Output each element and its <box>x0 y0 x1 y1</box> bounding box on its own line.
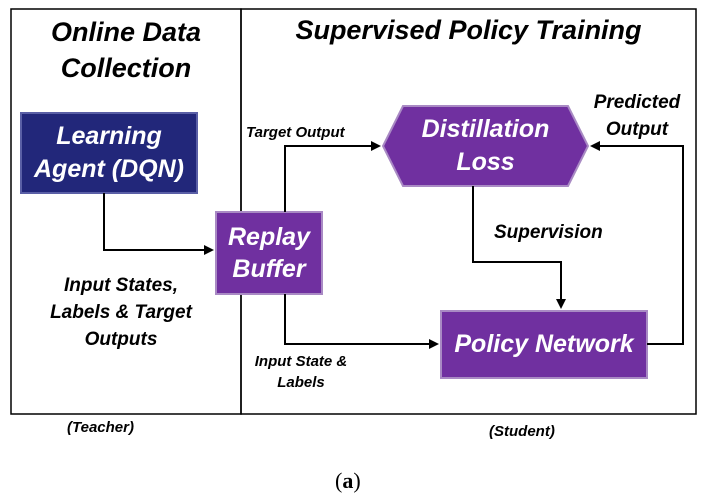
edge-agent-to-replay <box>103 193 214 255</box>
predicted-output-label: Predicted Output <box>586 89 688 143</box>
input-state-labels-label-line2: Labels <box>277 374 325 391</box>
replay-buffer-label-line2: Buffer <box>232 255 306 283</box>
policy-network-label: Policy Network <box>454 330 634 358</box>
student-label: (Student) <box>489 423 555 440</box>
caption-open-paren: ( <box>335 468 343 493</box>
learning-agent-label: Learning Agent (DQN) <box>21 120 197 186</box>
caption-letter: a <box>342 468 354 493</box>
learning-agent-node <box>20 112 198 194</box>
input-states-label-line3: Outputs <box>84 329 158 350</box>
input-state-labels-label: Input State & Labels <box>247 351 355 393</box>
replay-buffer-label-line1: Replay <box>228 223 310 251</box>
figure-caption: (a) <box>335 468 361 494</box>
distillation-loss-label-line1: Distillation <box>421 115 550 143</box>
input-state-labels-label-line1: Input State & <box>254 353 348 370</box>
distillation-loss-node <box>381 105 590 187</box>
input-states-label-line2: Labels & Target <box>50 302 192 323</box>
learning-agent-label-line1: Learning <box>56 122 162 150</box>
input-states-label-line1: Input States, <box>63 275 178 296</box>
predicted-output-label-line1: Predicted <box>593 92 681 113</box>
learning-agent-label-line2: Agent (DQN) <box>34 155 184 183</box>
distillation-loss-label-line2: Loss <box>456 148 515 176</box>
distillation-loss-label: Distillation Loss <box>383 113 588 179</box>
caption-close-paren: ) <box>353 468 361 493</box>
replay-buffer-node <box>215 211 323 295</box>
left-section-title-line1: Online Data <box>50 17 202 47</box>
predicted-output-label-line2: Output <box>605 119 669 140</box>
target-output-label: Target Output <box>246 124 345 141</box>
input-states-label: Input States, Labels & Target Outputs <box>26 272 216 353</box>
edge-loss-to-policy <box>472 186 566 309</box>
left-section-title-line2: Collection <box>60 53 192 83</box>
left-section-title: Online Data Collection <box>11 14 241 86</box>
teacher-label: (Teacher) <box>67 419 134 436</box>
replay-buffer-label: Replay Buffer <box>216 221 322 285</box>
edge-replay-to-loss <box>284 141 381 212</box>
supervision-label: Supervision <box>494 222 603 243</box>
edge-replay-to-policy <box>284 294 439 349</box>
edge-policy-to-loss <box>590 141 684 345</box>
right-section-title: Supervised Policy Training <box>295 15 642 45</box>
